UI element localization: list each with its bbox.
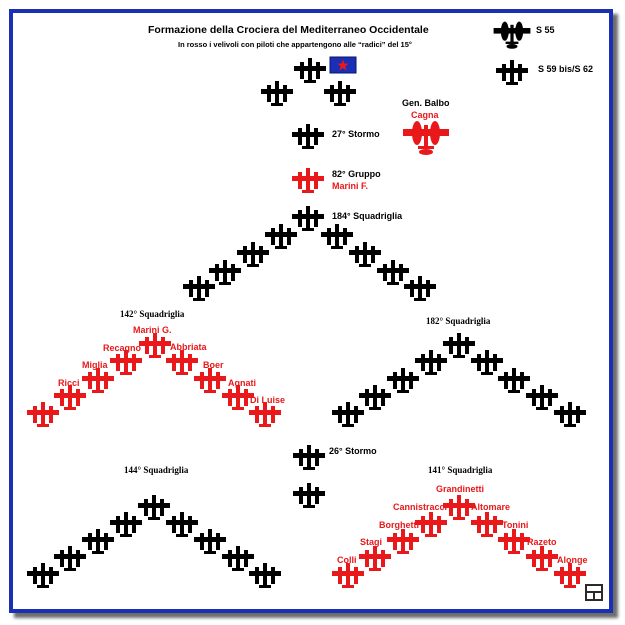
seaplane-icon xyxy=(526,385,558,410)
pilot-label: Recagno xyxy=(103,343,142,353)
pilot-label: Di Luise xyxy=(250,395,286,405)
seaplane-icon xyxy=(54,546,86,571)
seaplane-icon xyxy=(54,385,86,410)
pilot-label: Cannistracci xyxy=(393,502,448,512)
large-seaplane-icon xyxy=(403,121,449,155)
seaplane-icon xyxy=(292,124,324,149)
seaplane-icon xyxy=(27,563,59,588)
seaplane-icon xyxy=(349,242,381,267)
seaplane-icon xyxy=(387,368,419,393)
seaplane-icon xyxy=(209,260,241,285)
seaplane-icon xyxy=(404,276,436,301)
pilot-label: Stagi xyxy=(360,537,383,547)
seaplane-icon xyxy=(498,368,530,393)
seaplane-icon xyxy=(166,512,198,537)
seaplane-icon xyxy=(415,350,447,375)
pilot-label: Alonge xyxy=(557,555,588,565)
seaplane-icon xyxy=(332,563,364,588)
marini-f-label: Marini F. xyxy=(332,181,369,191)
seaplane-icon xyxy=(554,563,586,588)
seaplane-icon xyxy=(222,546,254,571)
seaplane-icon xyxy=(526,546,558,571)
squad184-label: 184° Squadriglia xyxy=(332,211,403,221)
page-title: Formazione della Crociera del Mediterran… xyxy=(148,24,429,36)
window-icon[interactable] xyxy=(585,584,603,601)
seaplane-icon xyxy=(321,224,353,249)
seaplane-icon xyxy=(183,276,215,301)
seaplane-icon xyxy=(166,350,198,375)
seaplane-icon xyxy=(359,546,391,571)
seaplane-icon xyxy=(110,350,142,375)
seaplane-icon xyxy=(554,402,586,427)
pilot-label: Borghetti xyxy=(379,520,419,530)
gruppo82-label: 82° Gruppo xyxy=(332,169,381,179)
legend-s59-label: S 59 bis/S 62 xyxy=(538,64,594,74)
seaplane-icon xyxy=(294,58,326,83)
seaplane-icon xyxy=(110,512,142,537)
flag-icon xyxy=(329,56,357,74)
large-seaplane-icon xyxy=(493,21,531,49)
seaplane-icon xyxy=(443,333,475,358)
seaplane-icon xyxy=(261,81,293,106)
seaplane-icon xyxy=(332,402,364,427)
seaplane-icon xyxy=(377,260,409,285)
seaplane-icon xyxy=(496,60,528,85)
seaplane-icon xyxy=(237,242,269,267)
pilot-label: Agnati xyxy=(228,378,256,388)
pilot-label: Marini G. xyxy=(133,325,172,335)
seaplane-icon xyxy=(82,529,114,554)
seaplane-icon xyxy=(194,529,226,554)
pilot-label: Grandinetti xyxy=(436,484,485,494)
seaplane-icon xyxy=(471,512,503,537)
squad144-label: 144° Squadriglia xyxy=(124,465,189,475)
cagna-label: Cagna xyxy=(411,110,439,120)
seaplane-icon xyxy=(415,512,447,537)
seaplane-icon xyxy=(27,402,59,427)
seaplane-icon xyxy=(293,445,325,470)
seaplane-icon xyxy=(139,333,171,358)
seaplane-icon xyxy=(249,563,281,588)
squad182-label: 182° Squadriglia xyxy=(426,316,491,326)
pilot-label: Altomare xyxy=(471,502,511,512)
seaplane-icon xyxy=(387,529,419,554)
legend-s55-label: S 55 xyxy=(536,25,555,35)
pilot-label: Miglia xyxy=(82,360,108,370)
pilot-label: Colli xyxy=(337,555,357,565)
pilot-label: Razeto xyxy=(527,537,557,547)
diagram-frame xyxy=(9,9,613,613)
stormo27-label: 27° Stormo xyxy=(332,129,380,139)
gen-balbo-label: Gen. Balbo xyxy=(402,98,450,108)
seaplane-icon xyxy=(498,529,530,554)
seaplane-icon xyxy=(293,483,325,508)
seaplane-icon xyxy=(194,368,226,393)
seaplane-icon xyxy=(471,350,503,375)
seaplane-icon xyxy=(249,402,281,427)
seaplane-icon xyxy=(324,81,356,106)
seaplane-icon xyxy=(138,495,170,520)
pilot-label: Tonini xyxy=(502,520,529,530)
squad142-label: 142° Squadriglia xyxy=(120,309,185,319)
squad141-label: 141° Squadriglia xyxy=(428,465,493,475)
pilot-label: Ricci xyxy=(58,378,80,388)
seaplane-icon xyxy=(359,385,391,410)
page-subtitle: In rosso i velivoli con piloti che appar… xyxy=(178,40,412,49)
pilot-label: Abbriata xyxy=(170,342,207,352)
seaplane-icon xyxy=(265,224,297,249)
seaplane-icon xyxy=(82,368,114,393)
seaplane-icon xyxy=(292,206,324,231)
seaplane-icon xyxy=(292,168,324,193)
pilot-label: Boer xyxy=(203,360,224,370)
stormo26-label: 26° Stormo xyxy=(329,446,377,456)
